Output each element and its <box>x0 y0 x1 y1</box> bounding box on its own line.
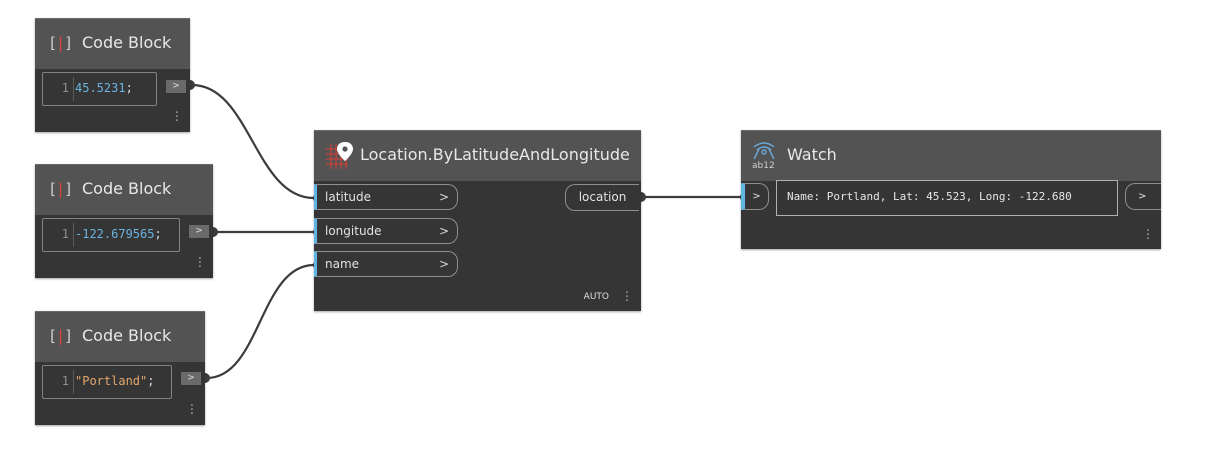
node-title: Code Block <box>82 179 172 198</box>
code-text: 45.5231; <box>75 81 133 95</box>
node-header[interactable]: ab12 Watch <box>741 130 1161 181</box>
node-title: Watch <box>787 145 837 164</box>
chevron-right-icon[interactable]: > <box>438 257 449 271</box>
node-header[interactable]: Location.ByLatitudeAndLongitude <box>314 130 641 181</box>
code-block-icon: [|] <box>48 34 73 52</box>
watch-value: Name: Portland, Lat: 45.523, Long: -122.… <box>787 190 1072 203</box>
watch-node[interactable]: ab12 Watch > Name: Portland, Lat: 45.523… <box>741 130 1161 249</box>
code-text: -122.679565; <box>75 227 162 241</box>
wire-name <box>206 263 315 380</box>
code-block-icon: [|] <box>48 327 73 345</box>
watch-output-display: Name: Portland, Lat: 45.523, Long: -122.… <box>776 180 1118 216</box>
code-block-node-latitude[interactable]: [|] Code Block 1 45.5231; > ··· <box>35 18 190 132</box>
input-port[interactable]: > <box>741 183 769 210</box>
svg-text:ab12: ab12 <box>752 161 775 171</box>
wire-latitude <box>191 83 315 200</box>
code-editor[interactable]: 1 45.5231; <box>42 72 157 106</box>
vertical-dots-icon[interactable]: ··· <box>1145 224 1151 247</box>
vertical-dots-icon[interactable]: ··· <box>624 286 630 309</box>
node-header[interactable]: [|] Code Block <box>35 164 213 215</box>
line-number: 1 <box>61 227 69 241</box>
node-title: Code Block <box>82 33 172 52</box>
vertical-dots-icon[interactable]: ··· <box>197 252 203 275</box>
input-port-name[interactable]: name > <box>314 251 458 277</box>
output-port[interactable]: > <box>181 372 201 385</box>
location-pin-icon <box>326 142 353 169</box>
node-header[interactable]: [|] Code Block <box>35 18 190 69</box>
line-number: 1 <box>61 81 69 95</box>
code-editor[interactable]: 1 "Portland"; <box>42 365 172 399</box>
chevron-right-icon[interactable]: > <box>438 224 449 238</box>
port-label: name <box>325 257 360 271</box>
output-port[interactable]: > <box>189 225 209 238</box>
input-port-latitude[interactable]: latitude > <box>314 184 458 210</box>
output-port-location[interactable]: location <box>565 184 639 211</box>
code-block-node-longitude[interactable]: [|] Code Block 1 -122.679565; > ··· <box>35 164 213 278</box>
vertical-dots-icon[interactable]: ··· <box>174 106 180 129</box>
node-title: Location.ByLatitudeAndLongitude <box>360 145 630 164</box>
code-editor[interactable]: 1 -122.679565; <box>42 218 180 252</box>
line-number: 1 <box>61 374 69 388</box>
port-label: latitude <box>325 190 372 204</box>
output-port[interactable]: > <box>1125 183 1161 210</box>
location-by-lat-long-node[interactable]: Location.ByLatitudeAndLongitude latitude… <box>314 130 641 311</box>
lacing-label[interactable]: AUTO <box>583 292 609 302</box>
gutter-divider <box>73 77 74 101</box>
vertical-dots-icon[interactable]: ··· <box>189 399 195 422</box>
node-header[interactable]: [|] Code Block <box>35 311 205 362</box>
gutter-divider <box>73 223 74 247</box>
port-label: longitude <box>325 224 382 238</box>
code-block-icon: [|] <box>48 180 73 198</box>
chevron-right-icon[interactable]: > <box>438 190 449 204</box>
node-title: Code Block <box>82 326 172 345</box>
input-port-longitude[interactable]: longitude > <box>314 218 458 244</box>
code-block-node-name[interactable]: [|] Code Block 1 "Portland"; > ··· <box>35 311 205 425</box>
code-text: "Portland"; <box>75 374 155 388</box>
output-port[interactable]: > <box>166 80 186 93</box>
watch-icon: ab12 <box>752 142 775 171</box>
gutter-divider <box>73 370 74 394</box>
